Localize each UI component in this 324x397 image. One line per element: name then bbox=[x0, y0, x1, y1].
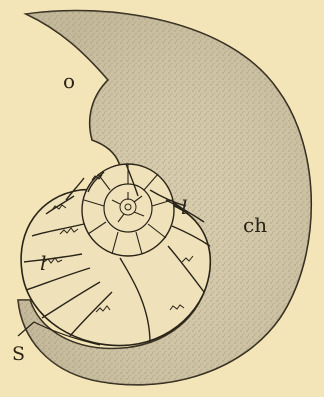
protoconch bbox=[120, 199, 136, 215]
label-septum-lower: l bbox=[40, 251, 46, 275]
label-body-chamber: ch bbox=[243, 213, 267, 237]
label-septum-upper: l bbox=[181, 195, 187, 219]
label-siphuncle: S bbox=[12, 343, 25, 365]
label-aperture: o bbox=[63, 69, 75, 93]
